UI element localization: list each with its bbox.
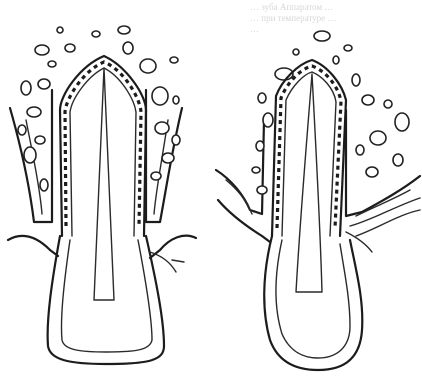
right-dentin [282, 72, 336, 236]
left-crown-inner [61, 240, 152, 352]
left-pulp-canal [94, 68, 114, 300]
right-bone-lower-lines [350, 198, 420, 236]
left-gingiva [8, 236, 196, 258]
right-crown-inner [276, 240, 350, 358]
left-tooth-section [8, 26, 196, 364]
right-tooth-section [216, 31, 420, 370]
right-pulp-canal [296, 74, 322, 292]
left-bone-trabeculae [18, 26, 180, 191]
